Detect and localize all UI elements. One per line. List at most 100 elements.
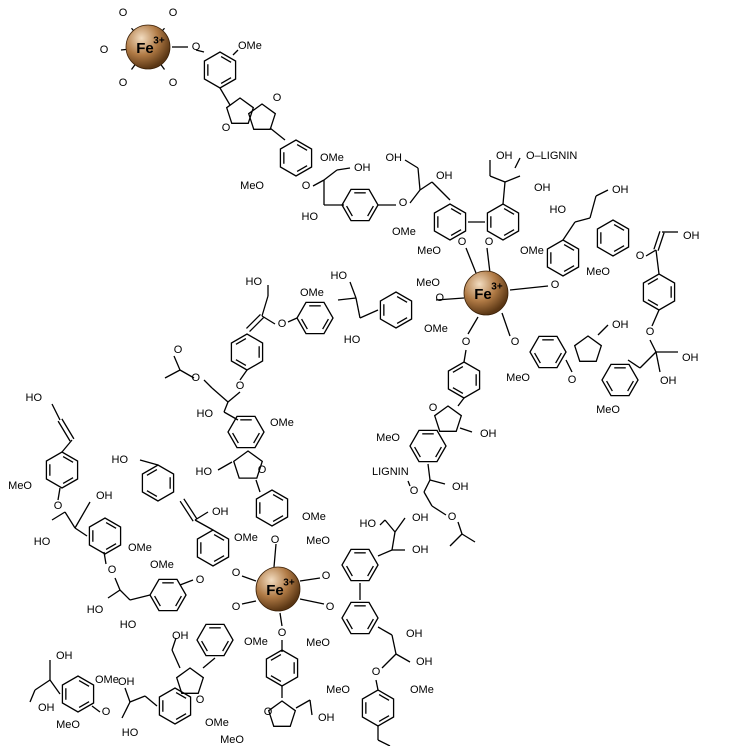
hydroxyl-label: HO (344, 334, 361, 346)
hydroxyl-label: OH (660, 375, 677, 387)
methoxy-label: MeO (240, 180, 264, 192)
bond (74, 527, 88, 537)
aromatic-double-bond (346, 565, 353, 577)
bond (379, 519, 386, 526)
double-bond (61, 418, 75, 440)
double-bond (183, 498, 198, 520)
oxygen-label: O (322, 570, 331, 582)
hydroxyl-label: OH (683, 230, 700, 242)
bond (295, 699, 311, 709)
double-bond (245, 313, 261, 329)
hydroxyl-label: OH (318, 712, 335, 724)
hydroxyl-label: OH (452, 481, 469, 493)
bond (404, 159, 419, 169)
coordination-bond (273, 543, 277, 568)
bond (336, 167, 351, 171)
hydroxyl-label: OH (406, 628, 423, 640)
bond (51, 511, 66, 521)
bond (375, 679, 379, 691)
bond (359, 309, 379, 319)
hydroxyl-label: OH (412, 544, 429, 556)
furan-ring (175, 667, 205, 694)
benzene-ring (296, 301, 334, 335)
coordination-bond (465, 247, 477, 274)
bond (124, 687, 131, 703)
aromatic-double-bond (272, 515, 284, 522)
oxygen-label: O (232, 601, 241, 613)
bond (417, 167, 421, 191)
bond (391, 531, 396, 551)
bond (627, 359, 641, 369)
bond (139, 459, 159, 466)
bond (649, 339, 657, 353)
methoxy-label: OMe (520, 245, 544, 257)
oxygen-label: O (232, 567, 241, 579)
bond (203, 379, 213, 389)
bond (239, 369, 248, 381)
benzene-ring (447, 361, 481, 399)
benzene-ring (642, 273, 676, 311)
aromatic-double-bond (253, 432, 260, 444)
bond (119, 589, 131, 601)
oxygen-label: O (100, 44, 109, 56)
aromatic-double-bond (378, 694, 390, 701)
oxygen-label: O (399, 197, 408, 209)
benzene-ring (265, 649, 299, 687)
oxygen-label: O (326, 601, 335, 613)
oxygen-label: O (485, 236, 494, 248)
methoxy-label: OMe (392, 226, 416, 238)
benzene-ring (141, 464, 175, 502)
bond (377, 626, 393, 636)
furan-ring (225, 97, 255, 124)
bond (91, 705, 101, 713)
oxygen-label: O (435, 292, 444, 304)
lignin-linkage-label: O–LIGNIN (526, 150, 577, 162)
oxygen-label: O (108, 564, 117, 576)
iron-symbol: Fe (136, 40, 154, 57)
benzene-ring (341, 548, 379, 582)
benzene-ring (45, 451, 79, 489)
hydroxyl-label: OH (172, 630, 189, 642)
benzene-ring (158, 687, 192, 725)
hydroxyl-label: HO (26, 392, 43, 404)
lignin-linkage-label: LIGNIN (372, 466, 409, 478)
benzene-ring (255, 489, 289, 527)
oxygen-label: O (119, 7, 128, 19)
aromatic-double-bond (367, 205, 374, 217)
double-bond (57, 420, 71, 442)
hydroxyl-label: OH (354, 162, 371, 174)
double-bond (653, 231, 661, 250)
oxygen-label: O (410, 485, 419, 497)
bond (431, 181, 451, 201)
hydroxyl-label: OH (386, 152, 403, 164)
aromatic-double-bond (78, 701, 90, 708)
double-bond (657, 232, 665, 251)
hydroxyl-label: OH (118, 676, 135, 688)
bond (194, 511, 209, 521)
oxygen-label: O (636, 250, 645, 262)
hydroxyl-label: HO (246, 276, 263, 288)
oxygen-label: O (222, 122, 231, 134)
benzene-ring (529, 335, 567, 369)
oxygen-label: O (264, 706, 273, 718)
bond (489, 175, 506, 183)
aromatic-double-bond (105, 522, 117, 529)
benzene-ring (546, 239, 580, 277)
benzene-ring (61, 675, 95, 713)
furan-ring (573, 335, 603, 362)
bond (114, 577, 121, 591)
iron-sphere (463, 270, 509, 316)
bond (29, 689, 36, 703)
aromatic-double-bond (450, 208, 462, 215)
bond (639, 351, 657, 369)
bond (194, 519, 214, 531)
aromatic-double-bond (606, 380, 613, 392)
coordination-bond (241, 575, 257, 582)
methoxy-label: OMe (238, 40, 262, 52)
bond (64, 511, 76, 529)
bond (195, 49, 205, 53)
bond (261, 315, 276, 325)
bond (202, 657, 216, 669)
methoxy-label: MeO (586, 266, 610, 278)
